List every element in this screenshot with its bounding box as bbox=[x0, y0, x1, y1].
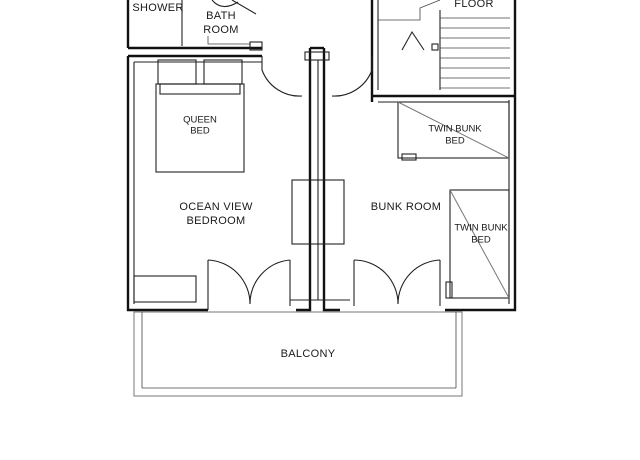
twin-bunk-1-frame bbox=[397, 101, 510, 159]
twin-bunk-2-frame bbox=[449, 189, 510, 299]
bunk-entry-door bbox=[331, 56, 373, 97]
center-wall-right bbox=[322, 48, 340, 312]
twin-bunk-1-label-line1: TWIN BUNK bbox=[428, 124, 482, 135]
ocean-view-label-line1: OCEAN VIEW bbox=[179, 201, 253, 213]
twin-bunk-2-label-line1: TWIN BUNK bbox=[454, 223, 508, 234]
balcony-label: BALCONY bbox=[281, 348, 336, 360]
bath-door-swing bbox=[231, 0, 257, 15]
twin-bunk-bed-1: TWIN BUNK BED bbox=[397, 101, 510, 161]
balcony-door-right-swing-2 bbox=[397, 259, 441, 305]
bathroom-area bbox=[126, 0, 263, 51]
balcony-door-right-swing-1 bbox=[353, 259, 399, 305]
twin-bunk-1-diagonal bbox=[397, 101, 510, 159]
twin-bunk-1-label-line2: BED bbox=[445, 136, 465, 147]
doors bbox=[207, 56, 441, 310]
bedroom-entry-door bbox=[261, 56, 303, 97]
twin-bunk-2-label-line2: BED bbox=[471, 235, 491, 246]
toilet-fixture bbox=[211, 0, 239, 8]
twin-bunk-bed-2: TWIN BUNK BED bbox=[445, 189, 510, 299]
balcony-door-left-swing-1 bbox=[207, 259, 251, 305]
closet bbox=[291, 179, 345, 245]
ocean-view-label-line2: BEDROOM bbox=[187, 215, 246, 227]
stair-area bbox=[370, 0, 517, 98]
queen-headboard bbox=[159, 83, 241, 95]
balcony-outline bbox=[133, 311, 463, 397]
partition-walls bbox=[290, 46, 350, 312]
stair-arrow bbox=[401, 30, 425, 51]
queen-pillow-right bbox=[203, 59, 243, 85]
right-outer-wall bbox=[445, 96, 517, 312]
vanity-post bbox=[249, 41, 263, 51]
stair-newel bbox=[431, 43, 439, 51]
balcony-door-left-swing-2 bbox=[249, 259, 291, 305]
dresser bbox=[133, 275, 197, 303]
stair-treads bbox=[440, 17, 510, 89]
vanity-outline bbox=[207, 36, 250, 45]
left-outer-wall bbox=[126, 56, 208, 312]
center-wall-post bbox=[304, 51, 330, 61]
bath-label-line2: ROOM bbox=[203, 24, 238, 36]
queen-pillow-left bbox=[157, 59, 197, 85]
twin-bunk-2-ladder bbox=[445, 281, 453, 299]
bunk-room-label: BUNK ROOM bbox=[371, 201, 442, 213]
queen-bed: QUEEN BED bbox=[155, 59, 245, 173]
queen-label-line1: QUEEN bbox=[183, 115, 217, 126]
twin-bunk-1-ladder bbox=[401, 153, 417, 161]
center-wall-left bbox=[296, 48, 312, 312]
shower-label: SHOWER bbox=[132, 2, 183, 14]
floor-label: FLOOR bbox=[454, 0, 493, 10]
queen-label-line2: BED bbox=[190, 126, 210, 137]
twin-bunk-2-diagonal bbox=[449, 189, 510, 299]
bath-label-line1: BATH bbox=[206, 10, 236, 22]
stair-landing bbox=[378, 0, 441, 21]
balcony: BALCONY bbox=[133, 311, 463, 397]
